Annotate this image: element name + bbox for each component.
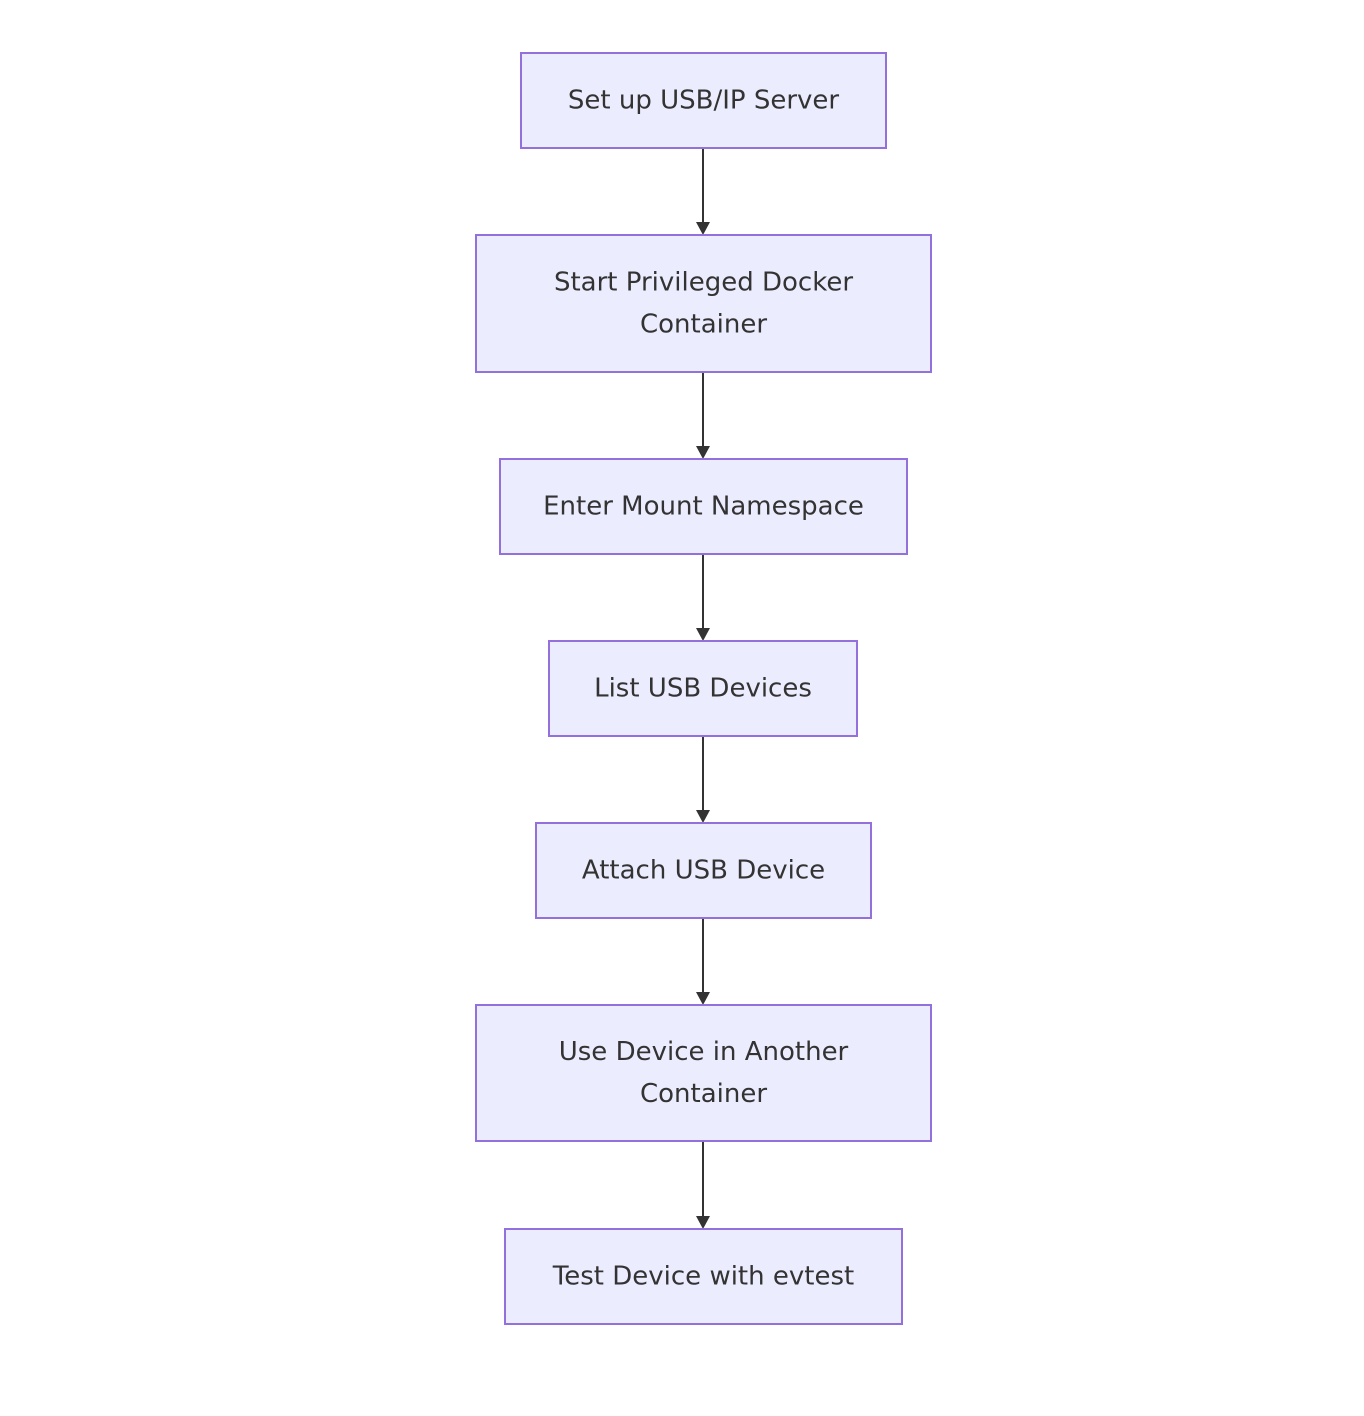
flow-node-label: Attach USB Device bbox=[582, 856, 825, 886]
flow-arrow-n2-to-n3 bbox=[696, 372, 710, 459]
flow-arrow-n4-to-n5 bbox=[696, 736, 710, 823]
flow-node-set-up-usb-ip-server: Set up USB/IP Server bbox=[520, 52, 887, 149]
flow-node-box bbox=[535, 822, 872, 919]
arrowhead-icon bbox=[696, 222, 710, 235]
flow-node-box bbox=[499, 458, 908, 555]
flow-node-box bbox=[504, 1228, 903, 1325]
flow-node-test-device-with-evtest: Test Device with evtest bbox=[504, 1228, 903, 1325]
flow-node-label: Container bbox=[640, 310, 767, 340]
flow-node-label: Set up USB/IP Server bbox=[568, 86, 840, 116]
flow-node-box bbox=[520, 52, 887, 149]
flow-node-box bbox=[475, 234, 932, 373]
arrowhead-icon bbox=[696, 446, 710, 459]
flow-arrow-n1-to-n2 bbox=[696, 148, 710, 235]
flow-node-label: Start Privileged Docker bbox=[554, 268, 853, 298]
flow-arrow-n6-to-n7 bbox=[696, 1141, 710, 1229]
flow-node-label: Test Device with evtest bbox=[552, 1262, 854, 1292]
flow-arrow-n5-to-n6 bbox=[696, 918, 710, 1005]
flow-node-box bbox=[548, 640, 858, 737]
arrowhead-icon bbox=[696, 1216, 710, 1229]
flow-arrow-n3-to-n4 bbox=[696, 554, 710, 641]
flow-node-label: List USB Devices bbox=[594, 674, 812, 704]
flow-node-list-usb-devices: List USB Devices bbox=[548, 640, 858, 737]
arrowhead-icon bbox=[696, 810, 710, 823]
flow-node-enter-mount-namespace: Enter Mount Namespace bbox=[499, 458, 908, 555]
flow-node-label: Enter Mount Namespace bbox=[543, 492, 864, 522]
flow-node-box bbox=[475, 1004, 932, 1142]
arrowhead-icon bbox=[696, 628, 710, 641]
flow-node-label: Container bbox=[640, 1079, 767, 1109]
arrowhead-icon bbox=[696, 992, 710, 1005]
edges-layer bbox=[696, 148, 710, 1229]
flow-node-attach-usb-device: Attach USB Device bbox=[535, 822, 872, 919]
flow-node-label: Use Device in Another bbox=[559, 1037, 849, 1067]
